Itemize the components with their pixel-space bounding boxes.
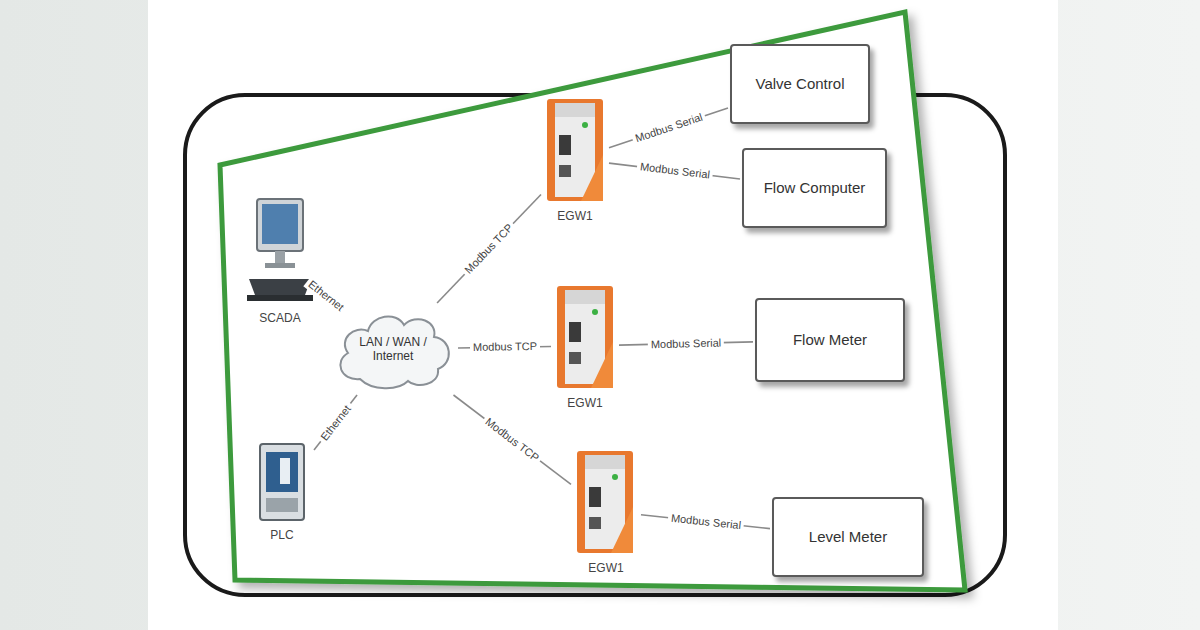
device-box: Valve Control [730, 44, 870, 124]
network-name: LAN / WAN / Internet [358, 335, 428, 364]
device-label: EGW1 [573, 561, 639, 575]
device-label: EGW1 [543, 209, 607, 223]
device-name: Flow Computer [764, 179, 866, 197]
network-cloud: LAN / WAN / Internet [330, 305, 456, 393]
device-box: Flow Meter [755, 298, 905, 382]
gateway-device: EGW1 [573, 447, 639, 575]
computer-icon: SCADA [245, 195, 315, 325]
connector-label: Modbus TCP [469, 340, 539, 354]
connector [314, 395, 357, 450]
connector [437, 194, 541, 303]
gateway-device: EGW1 [543, 95, 607, 223]
device-label: SCADA [245, 311, 315, 325]
device-name: Flow Meter [793, 331, 867, 349]
device-label: EGW1 [553, 396, 617, 410]
gw-art [543, 95, 607, 205]
connector [609, 108, 728, 148]
plc-art [252, 440, 312, 524]
device-name: Valve Control [756, 75, 845, 93]
pc-art [245, 195, 315, 307]
connector [453, 395, 571, 484]
gw-art [573, 447, 637, 557]
device-box: Flow Computer [742, 148, 887, 228]
device-label: PLC [252, 528, 312, 542]
plc-icon: PLC [252, 440, 312, 542]
connector-label: Modbus Serial [648, 336, 725, 351]
gateway-device: EGW1 [553, 282, 617, 410]
gw-art [553, 282, 617, 392]
device-box: Level Meter [772, 497, 924, 577]
device-name: Level Meter [809, 528, 887, 546]
